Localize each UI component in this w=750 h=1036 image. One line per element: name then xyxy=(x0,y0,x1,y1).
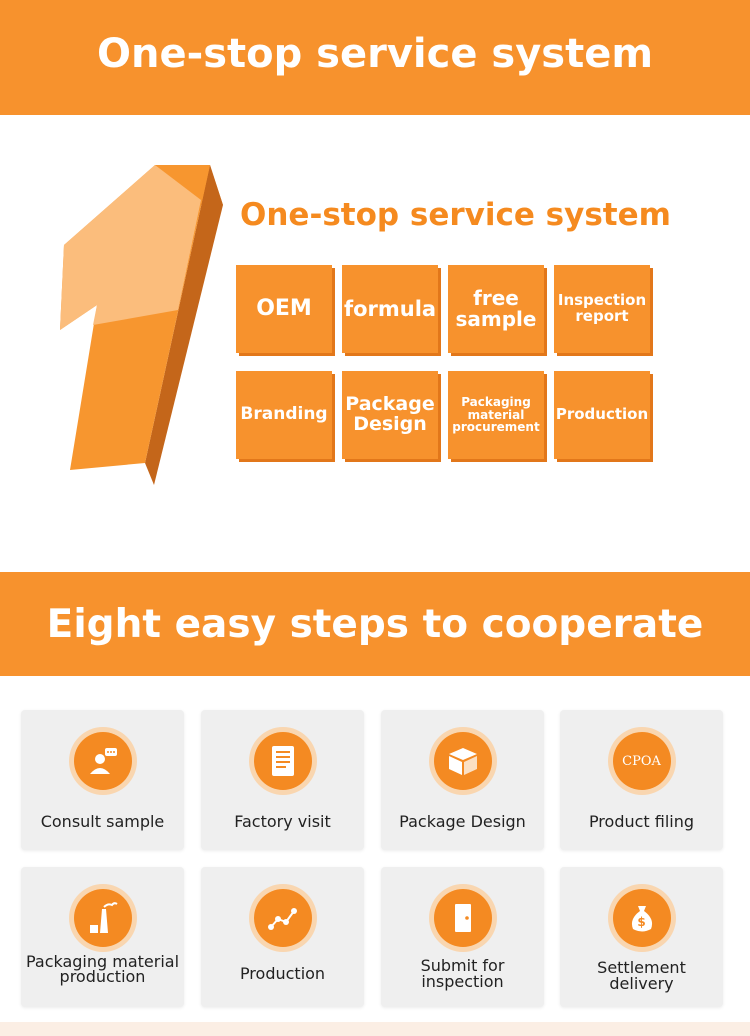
number-one-graphic xyxy=(60,165,223,485)
step-card-settlement-delivery: $ Settlement delivery xyxy=(560,867,723,1007)
document-icon xyxy=(253,732,312,790)
tile-package-design: Package Design xyxy=(342,371,438,459)
tile-oem: OEM xyxy=(236,265,332,353)
top-banner: One-stop service system xyxy=(0,0,750,115)
step-label: Production xyxy=(239,964,326,983)
step-label: Submit for inspection xyxy=(420,956,505,991)
section-subtitle: One-stop service system xyxy=(240,197,671,233)
factory-icon xyxy=(73,889,132,947)
page-title: One-stop service system xyxy=(96,30,653,77)
tile-branding: Branding xyxy=(236,371,332,459)
service-section: One-stop service system OEM formula free… xyxy=(0,115,750,572)
bottom-edge xyxy=(0,1022,750,1036)
steps-section: Consult sample Factory visit Package Des… xyxy=(0,676,750,1036)
steps-banner: Eight easy steps to cooperate xyxy=(0,572,750,676)
process-flow-icon xyxy=(253,889,312,947)
tile-formula: formula xyxy=(342,265,438,353)
step-card-packaging-material-production: Packaging material production xyxy=(21,867,184,1007)
step-card-consult-sample: Consult sample xyxy=(21,710,184,850)
money-bag-icon: $ xyxy=(612,889,671,947)
step-label: Factory visit xyxy=(234,812,331,831)
tile-packaging-procurement: Packaging material procurement xyxy=(448,371,544,459)
door-icon xyxy=(433,889,492,947)
step-card-package-design: Package Design xyxy=(381,710,544,850)
cpoa-icon: CPOA xyxy=(612,732,671,790)
step-card-submit-inspection: Submit for inspection xyxy=(381,867,544,1007)
step-label: Package Design xyxy=(399,812,526,831)
tile-free-sample: free sample xyxy=(448,265,544,353)
step-card-factory-visit: Factory visit xyxy=(201,710,364,850)
tile-inspection-report: Inspection report xyxy=(554,265,650,353)
step-label: Settlement delivery xyxy=(597,958,686,993)
step-label: Consult sample xyxy=(40,812,165,831)
step-label: Packaging material production xyxy=(25,952,180,986)
steps-title: Eight easy steps to cooperate xyxy=(46,601,704,647)
step-card-production: Production xyxy=(201,867,364,1007)
tile-production: Production xyxy=(554,371,650,459)
step-label: Product filing xyxy=(588,812,695,831)
step-card-product-filing: CPOA Product filing xyxy=(560,710,723,850)
box-icon xyxy=(433,732,492,790)
consult-person-icon xyxy=(73,732,132,790)
